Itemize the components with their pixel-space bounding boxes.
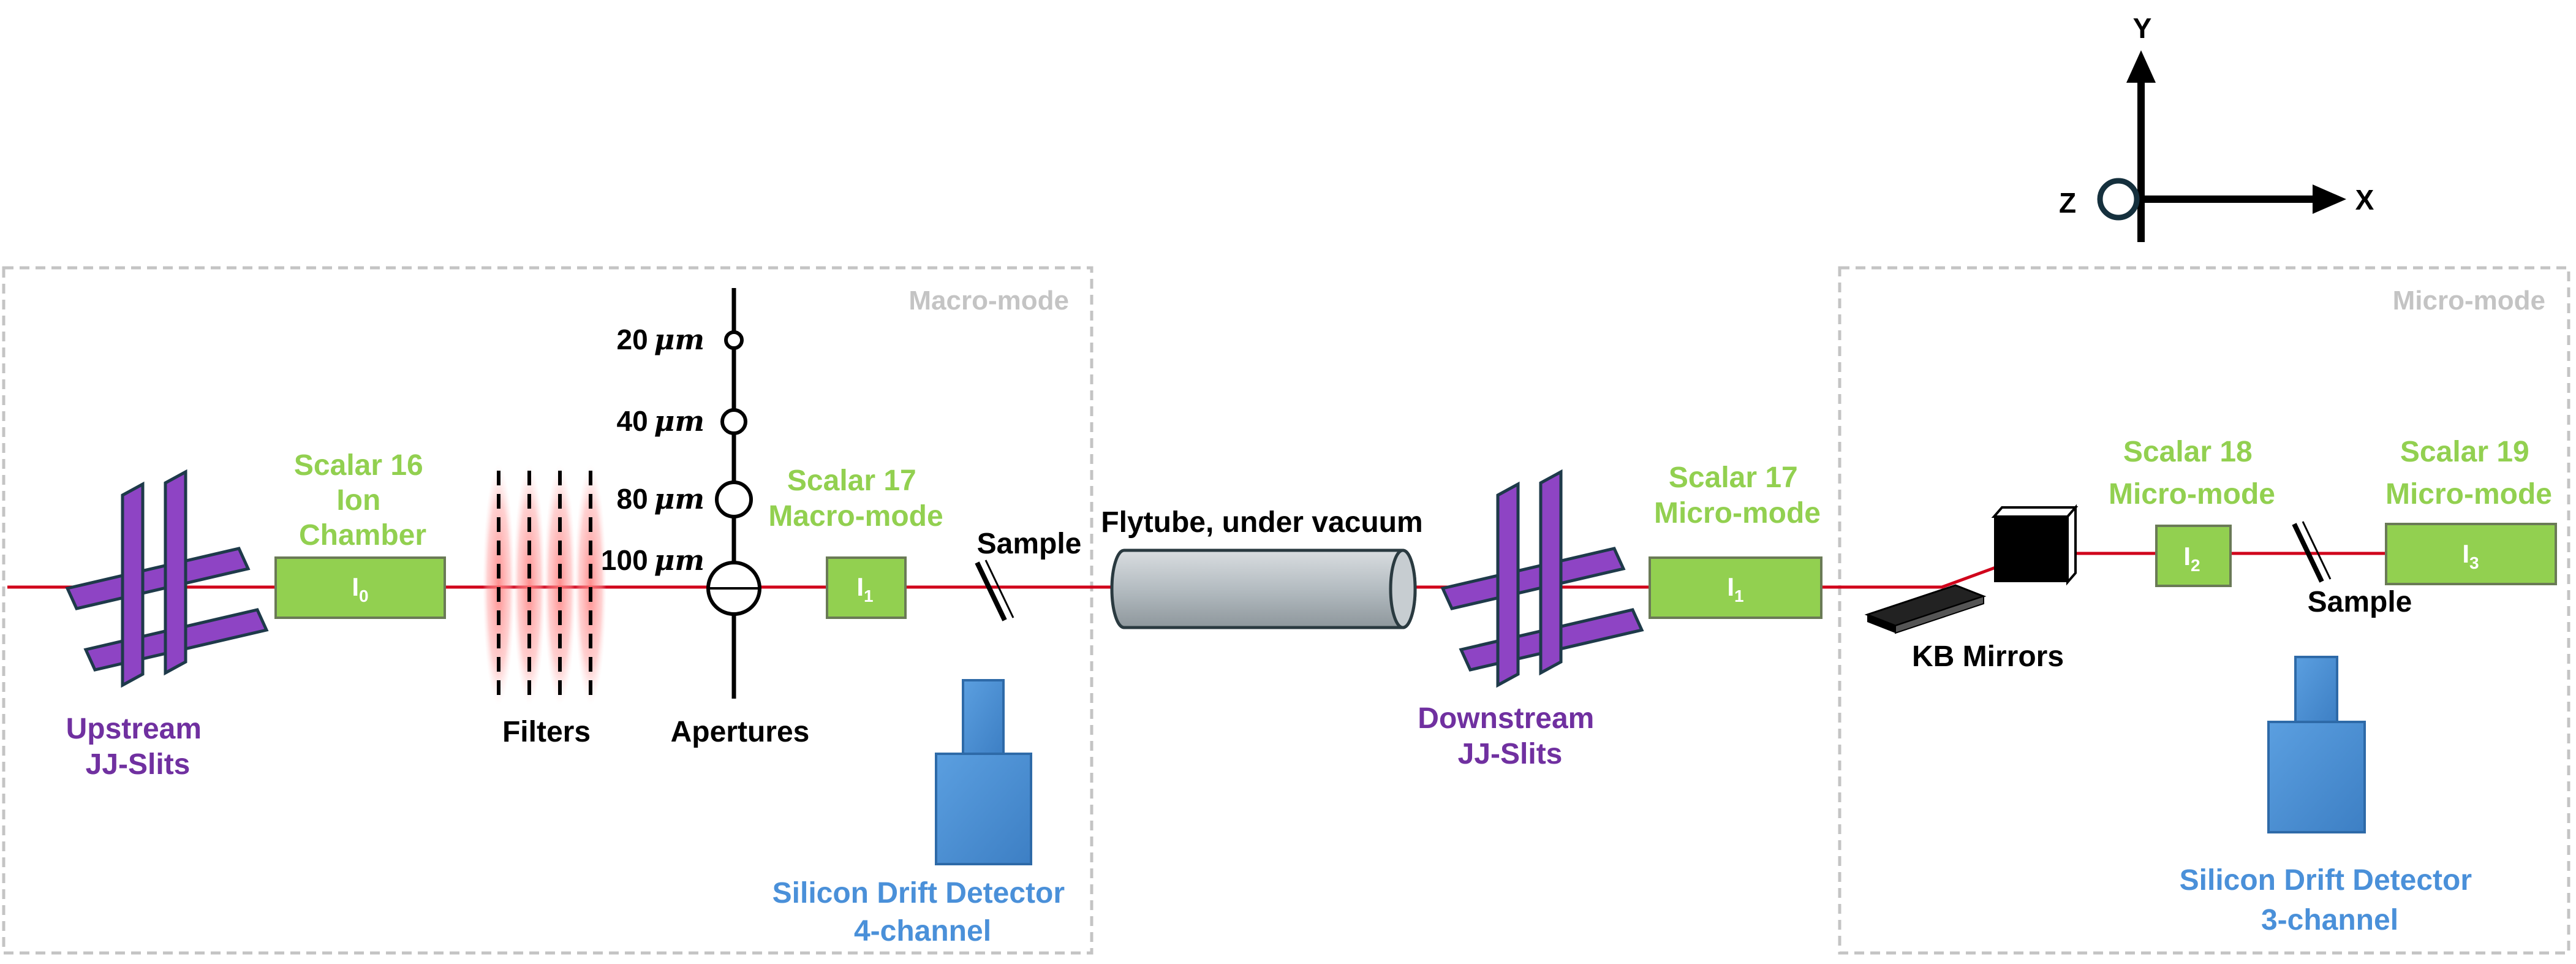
- scalar17-micro-label: Scalar 17 Micro-mode: [1654, 461, 1821, 529]
- filters: [483, 465, 606, 705]
- scalar16-label: Scalar 16 Ion Chamber: [294, 449, 431, 552]
- downstream-slits-label: Downstream JJ-Slits: [1418, 702, 1602, 770]
- scalar18-label: Scalar 18 Micro-mode: [2109, 436, 2275, 510]
- aperture-80um-icon: [715, 480, 753, 518]
- ion-chamber-i0: [274, 556, 446, 619]
- aperture-20um-icon: [724, 330, 744, 350]
- coordinate-axes: Y X Z: [2059, 12, 2374, 242]
- scalar19-label: Scalar 19 Micro-mode: [2385, 436, 2552, 510]
- sample-micro-icon: [2292, 523, 2324, 583]
- kb-mirrors-label: KB Mirrors: [1912, 640, 2064, 673]
- sdd-4-channel-label: Silicon Drift Detector 4-channel: [772, 877, 1073, 947]
- ion-chamber-i3: [2385, 523, 2557, 585]
- x-axis-label: X: [2355, 184, 2374, 216]
- scalar17-macro-label: Scalar 17 Macro-mode: [768, 465, 943, 533]
- y-axis-label: Y: [2133, 12, 2152, 44]
- sdd-3-channel: [2267, 656, 2366, 833]
- filters-label: Filters: [502, 716, 591, 748]
- sdd-4-channel: [935, 679, 1032, 865]
- macro-mode-label: Macro-mode: [908, 286, 1069, 316]
- upstream-jj-slits: [65, 469, 269, 688]
- ion-chamber-i0-label: I0: [352, 572, 368, 605]
- apertures: [706, 288, 761, 699]
- micro-mode-label: Micro-mode: [2393, 286, 2545, 316]
- ion-chamber-i2: [2155, 525, 2232, 587]
- apertures-label: Apertures: [671, 716, 810, 748]
- sample-macro-icon: [975, 561, 1007, 621]
- ion-chamber-i2-label: I2: [2183, 542, 2200, 575]
- sample-micro-label: Sample: [2308, 586, 2412, 618]
- flytube-label: Flytube, under vacuum: [1101, 506, 1422, 539]
- ion-chamber-i1-macro: [826, 556, 907, 619]
- z-axis-out-of-page-icon: [2097, 178, 2140, 221]
- macro-mode-box: [2, 266, 1093, 955]
- micro-mode-box: [1838, 266, 2570, 955]
- ion-chamber-i1-micro-label: I1: [1727, 572, 1743, 605]
- x-axis-arrow-icon: [2313, 184, 2346, 214]
- ion-chamber-i1-macro-label: I1: [856, 572, 873, 605]
- ion-chamber-i3-label: I3: [2462, 539, 2479, 572]
- z-axis-label: Z: [2059, 187, 2076, 219]
- sample-macro-label: Sample: [977, 528, 1082, 560]
- kb-mirrors: [1864, 504, 2079, 634]
- upstream-slits-label: Upstream JJ-Slits: [66, 713, 210, 781]
- flytube: [1110, 548, 1417, 629]
- aperture-40um-icon: [720, 408, 747, 435]
- sdd-3-channel-label: Silicon Drift Detector 3-channel: [2180, 864, 2480, 936]
- y-axis-arrow-icon: [2126, 50, 2156, 83]
- ion-chamber-i1-micro: [1649, 556, 1822, 619]
- downstream-jj-slits: [1440, 469, 1644, 688]
